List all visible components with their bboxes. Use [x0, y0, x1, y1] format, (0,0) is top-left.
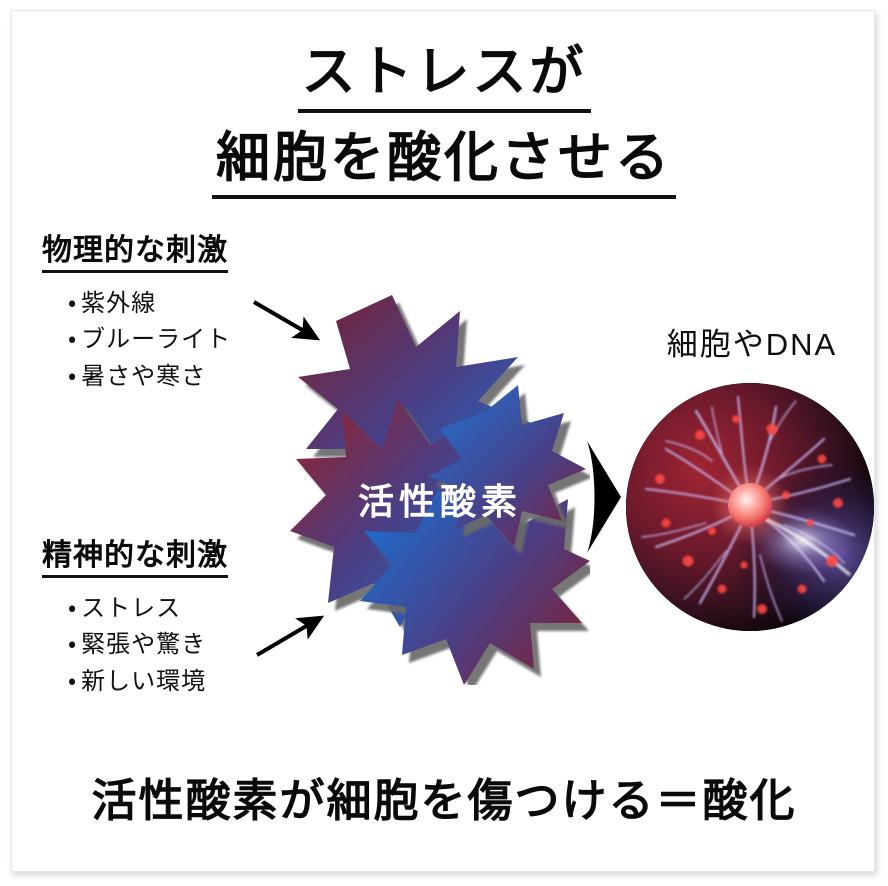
list-item: ・ストレス [68, 591, 342, 627]
title-line-1: ストレスが [297, 38, 591, 114]
list-item: ・紫外線 [68, 286, 342, 322]
title-line-2: 細胞を酸化させる [212, 124, 676, 200]
bullet-marker-icon: ・ [68, 290, 78, 317]
group-mental-stimuli: 精神的な刺激 ・ストレス ・緊張や驚き ・新しい環境 [42, 538, 342, 700]
footer-caption-text: 活性酸素が細胞を傷つける＝酸化 [91, 775, 797, 826]
bullet-marker-icon: ・ [68, 362, 78, 390]
bullet-marker-icon: ・ [68, 326, 78, 354]
arrow-right-solid-icon [587, 441, 621, 553]
list-item-label: ストレス [81, 595, 182, 622]
group-physical-stimuli: 物理的な刺激 ・紫外線 ・ブルーライト ・暑さや寒さ [42, 233, 342, 395]
group-physical-list: ・紫外線 ・ブルーライト ・暑さや寒さ [42, 286, 342, 395]
list-item-label: ブルーライト [81, 326, 232, 354]
footer-caption: 活性酸素が細胞を傷つける＝酸化 [12, 775, 876, 827]
arrow-up-right-icon [255, 615, 325, 657]
list-item-label: 緊張や驚き [81, 631, 207, 659]
arrow-down-right-icon [252, 300, 321, 341]
list-item: ・暑さや寒さ [68, 359, 342, 395]
content-card: ストレスが 細胞を酸化させる 物理的な刺激 ・紫外線 ・ブルーライト ・暑さや寒… [11, 10, 875, 872]
reactive-oxygen-burst-cluster [290, 295, 590, 685]
list-item: ・緊張や驚き [68, 627, 342, 663]
group-mental-list: ・ストレス ・緊張や驚き ・新しい環境 [42, 591, 342, 700]
list-item-label: 暑さや寒さ [81, 362, 207, 390]
plasma-ball-illustration [626, 383, 874, 631]
group-physical-heading: 物理的な刺激 [42, 233, 228, 273]
cell-dna-caption: 細胞やDNA [666, 327, 838, 362]
bullet-marker-icon: ・ [68, 595, 78, 622]
group-mental-heading: 精神的な刺激 [42, 538, 228, 578]
list-item: ・新しい環境 [68, 664, 342, 700]
burst-shape-accent [428, 385, 586, 547]
neuron-plasma-circle-image [626, 383, 874, 631]
footer-highlight: 活性酸素が細胞を傷つける＝酸化 [87, 775, 801, 827]
list-item-label: 新しい環境 [81, 667, 207, 695]
bullet-marker-icon: ・ [68, 631, 78, 659]
page-title: ストレスが 細胞を酸化させる [12, 38, 876, 200]
bullet-marker-icon: ・ [68, 667, 78, 695]
burst-shape-lower [360, 479, 590, 685]
list-item: ・ブルーライト [68, 322, 342, 358]
list-item-label: 紫外線 [81, 290, 157, 317]
